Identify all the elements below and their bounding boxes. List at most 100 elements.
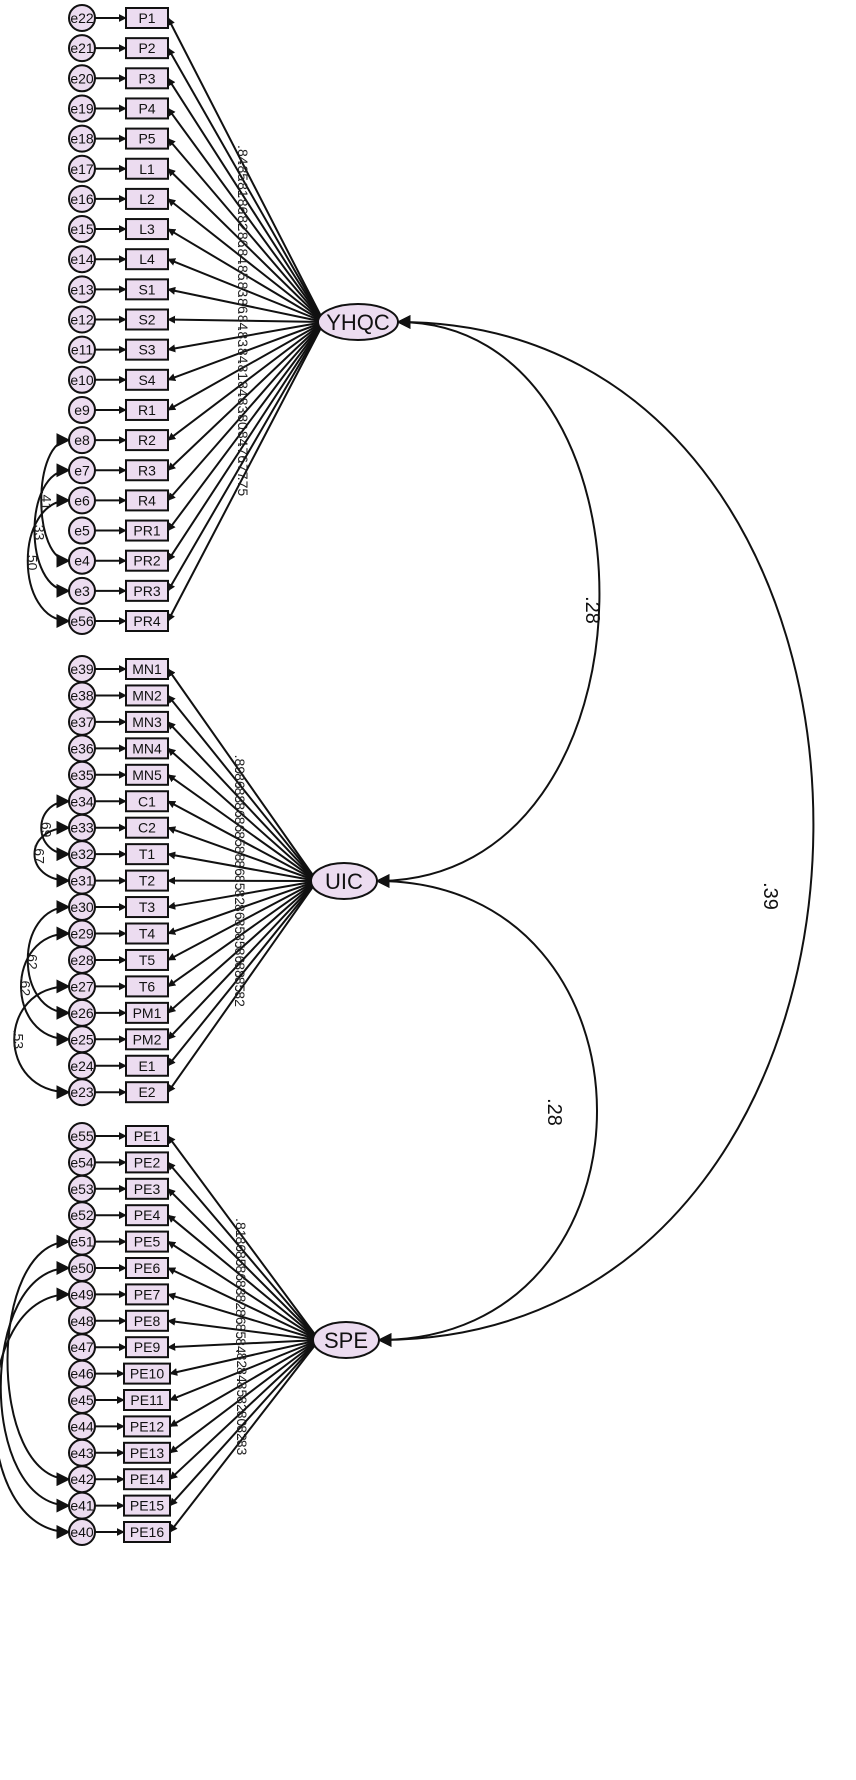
indicator-box [125,67,169,90]
indicator-box [125,610,169,632]
loading-path-R3 [167,321,325,471]
loading-label: .86 [235,228,251,248]
loading-label: .86 [233,1305,249,1325]
indicator-node: PM2 [125,1028,169,1051]
indicator-label: T1 [139,846,156,862]
error-node: e12 [68,305,96,334]
indicator-box [125,519,169,542]
error-node: e13 [68,275,96,304]
error-label: e32 [70,846,94,862]
loading-label: .86 [232,769,248,789]
covariance-label: .69 [39,818,55,838]
loading-path-T3 [167,880,318,910]
indicator-box [123,1362,171,1385]
indicator-box [125,816,169,839]
latent-label: SPE [324,1328,368,1353]
latent-ellipse [317,303,399,341]
error-label: e4 [74,553,90,569]
indicator-node: PE13 [123,1441,171,1464]
error-node: e23 [68,1078,96,1107]
loading-label: .88 [232,958,248,978]
indicator-box [123,1521,171,1543]
error-label: e15 [70,221,94,237]
indicator-box [125,187,169,210]
error-label: e29 [70,926,94,942]
error-label: e50 [70,1260,94,1276]
indicator-box [125,1257,169,1279]
error-node: e5 [68,516,96,545]
indicator-box [125,763,169,786]
indicator-label: R3 [138,462,156,478]
error-circle [68,94,96,123]
indicator-box [125,37,169,60]
error-node: e50 [68,1254,96,1282]
loading-label: .83 [235,327,251,347]
loading-label: .85 [235,162,251,182]
loading-path-PE4 [167,1214,320,1341]
latent-correlation-label: .28 [581,596,603,624]
indicator-box [125,1177,169,1200]
loading-label: .84 [235,145,251,165]
loading-path-PE11 [169,1339,320,1402]
error-node: e40 [68,1518,96,1546]
latent-ellipse [310,862,378,900]
indicator-node: PE4 [125,1204,169,1227]
indicator-node: L2 [125,187,169,210]
error-circle [68,245,96,274]
loading-path-S1 [167,286,325,323]
loading-label: .85 [235,261,251,281]
error-node: e36 [68,734,96,763]
indicator-node: PM1 [125,1001,169,1024]
indicator-node: E2 [125,1081,169,1104]
error-node: e6 [68,486,96,515]
covariance-label: .67 [32,844,48,864]
loading-label: .77 [235,460,251,480]
indicator-label: T2 [139,873,156,889]
indicator-box [125,1336,169,1359]
error-label: e17 [70,161,94,177]
error-circle [68,1518,96,1546]
error-label: e20 [70,70,94,86]
indicator-label: L2 [139,191,155,207]
error-label: e42 [70,1471,94,1487]
error-node: e39 [68,655,96,683]
indicator-node: MN5 [125,763,169,786]
loading-path-MN3 [167,721,318,882]
indicator-node: PE6 [125,1257,169,1279]
covariance-label: .50 [25,551,41,571]
indicator-node: C1 [125,790,169,813]
error-node: e37 [68,707,96,736]
error-label: e22 [70,10,94,26]
indicator-box [125,1151,169,1174]
loading-label: .88 [232,842,248,862]
error-label: e8 [74,432,90,448]
indicator-label: S3 [138,342,155,358]
latent-correlation-label: .39 [759,882,781,910]
loading-path-PE3 [167,1188,320,1341]
indicator-box [125,308,169,331]
indicator-box [125,1081,169,1104]
indicator-box [125,658,169,680]
indicator-node: PE8 [125,1309,169,1332]
indicator-node: PR1 [125,519,169,542]
error-circle [68,486,96,515]
latent-correlation-arc [375,315,601,888]
indicator-box [125,790,169,813]
error-label: e26 [70,1005,94,1021]
indicator-node: L3 [125,218,169,241]
indicator-label: PE12 [130,1418,164,1434]
indicator-label: PE13 [130,1445,164,1461]
error-node: e29 [68,919,96,948]
error-node: e16 [68,184,96,213]
error-label: e28 [70,952,94,968]
indicator-label: S4 [138,372,155,388]
error-circle [68,335,96,364]
error-label: e5 [74,523,90,539]
loading-path-S2 [167,315,325,324]
latent-node-yhqc: YHQC [317,303,399,341]
error-label: e36 [70,740,94,756]
error-node: e24 [68,1051,96,1080]
error-label: e48 [70,1313,94,1329]
error-label: e35 [70,767,94,783]
